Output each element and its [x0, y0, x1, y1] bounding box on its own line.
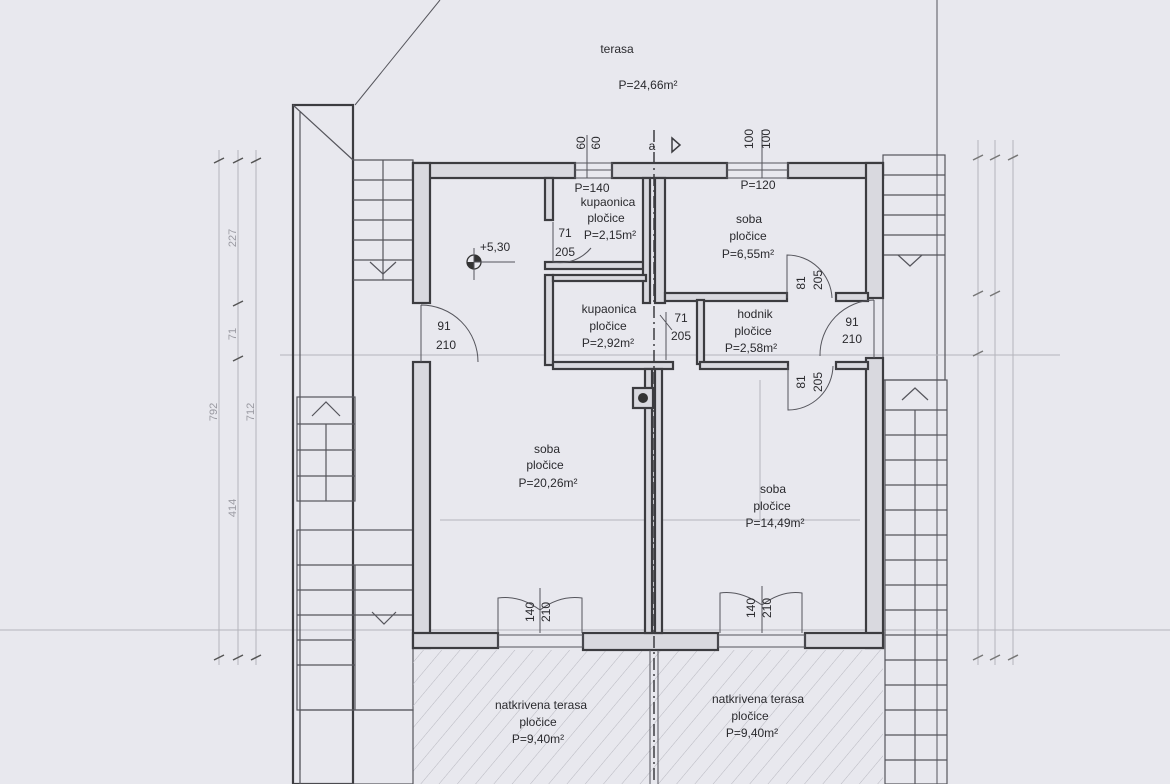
left-dimensions: 227 71 712 792 414 — [208, 150, 262, 665]
stair-steps-upper — [353, 160, 413, 281]
room-bedroom-left: soba pločice P=20,26m² — [518, 442, 577, 490]
room-area: P=2,92m² — [582, 336, 634, 350]
room-finish: pločice — [731, 709, 769, 723]
room-area: P=2,58m² — [725, 341, 777, 355]
terrace-area: P=24,66m² — [618, 78, 677, 92]
stair-steps-lower — [296, 529, 414, 711]
room-finish: pločice — [589, 319, 627, 333]
door-bath1-width: 71 — [558, 226, 572, 240]
door-balcony-left-height: 210 — [539, 602, 553, 622]
section-marker-label: a — [649, 139, 656, 153]
sill-height-bedroom: P=120 — [740, 178, 775, 192]
room-finish: pločice — [587, 211, 625, 225]
door-entry-left-height: 210 — [436, 338, 456, 352]
door-entry-left-width: 91 — [437, 319, 451, 333]
room-area: P=9,40m² — [512, 732, 564, 746]
window1-width: 60 — [574, 136, 588, 150]
door-entry-right-height: 210 — [842, 332, 862, 346]
room-covered-terrace-left: natkrivena terasa pločice P=9,40m² — [495, 698, 587, 746]
room-name: soba — [736, 212, 762, 226]
room-name: natkrivena terasa — [712, 692, 804, 706]
top-terrace: terasa P=24,66m² — [354, 0, 938, 784]
window2-height: 100 — [759, 129, 773, 149]
sill-height-bathroom: P=140 — [574, 181, 609, 195]
room-area: P=9,40m² — [726, 726, 778, 740]
room-name: natkrivena terasa — [495, 698, 587, 712]
section-axis: a — [631, 130, 682, 784]
room-area: P=20,26m² — [518, 476, 577, 490]
window1-height: 60 — [589, 136, 603, 150]
door-balcony-left-width: 140 — [523, 602, 537, 622]
room-bathroom-1: kupaonica pločice P=2,15m² — [581, 195, 637, 242]
left-stairs — [291, 103, 414, 784]
dim-414: 414 — [227, 499, 239, 517]
room-name: soba — [534, 442, 560, 456]
door-small-bedroom-width: 81 — [794, 276, 808, 290]
right-dimensions — [972, 140, 1019, 665]
level-value: +5,30 — [480, 240, 511, 254]
room-finish: pločice — [734, 324, 772, 338]
dim-712: 712 — [245, 403, 257, 421]
door-bath2-width: 71 — [674, 311, 688, 325]
door-balcony-right-height: 210 — [760, 598, 774, 618]
room-area: P=6,55m² — [722, 247, 774, 261]
door-small-bedroom-height: 205 — [811, 270, 825, 290]
dim-71: 71 — [227, 328, 239, 340]
room-finish: pločice — [519, 715, 557, 729]
lower-left-block — [299, 709, 414, 784]
room-finish: pločice — [729, 229, 767, 243]
right-stairs — [882, 154, 948, 784]
terrace-name: terasa — [600, 42, 634, 56]
dim-792: 792 — [208, 403, 220, 421]
door-hall-bedroom-height: 205 — [811, 372, 825, 392]
door-entry-right-width: 91 — [845, 315, 859, 329]
room-bathroom-2: kupaonica pločice P=2,92m² — [582, 302, 637, 350]
dim-227: 227 — [227, 229, 239, 247]
chimney-flue-icon — [638, 393, 648, 403]
room-covered-terrace-right: natkrivena terasa pločice P=9,40m² — [712, 692, 804, 740]
walls — [411, 161, 885, 784]
room-area: P=14,49m² — [745, 516, 804, 530]
door-bath1-height: 205 — [555, 245, 575, 259]
room-finish: pločice — [753, 499, 791, 513]
room-bedroom-small: soba pločice P=6,55m² — [722, 212, 774, 261]
room-name: soba — [760, 482, 786, 496]
room-hallway: hodnik pločice P=2,58m² — [725, 307, 777, 355]
door-hall-bedroom-width: 81 — [794, 375, 808, 389]
doors: 71 205 71 205 81 205 81 205 91 210 91 21… — [420, 222, 875, 633]
door-balcony-right-width: 140 — [744, 598, 758, 618]
section-arrow-icon — [671, 136, 682, 154]
room-area: P=2,15m² — [584, 228, 636, 242]
room-bedroom-right: soba pločice P=14,49m² — [745, 482, 804, 530]
stair-steps-middle — [296, 396, 356, 502]
room-name: kupaonica — [582, 302, 637, 316]
level-marker: +5,30 — [466, 240, 515, 280]
window2-width: 100 — [742, 129, 756, 149]
room-name: hodnik — [737, 307, 773, 321]
door-bath2-height: 205 — [671, 329, 691, 343]
room-name: kupaonica — [581, 195, 636, 209]
covered-terrace-hatch — [413, 650, 883, 784]
room-finish: pločice — [526, 458, 564, 472]
windows: 60 60 100 100 P=140 P=120 — [497, 129, 806, 648]
